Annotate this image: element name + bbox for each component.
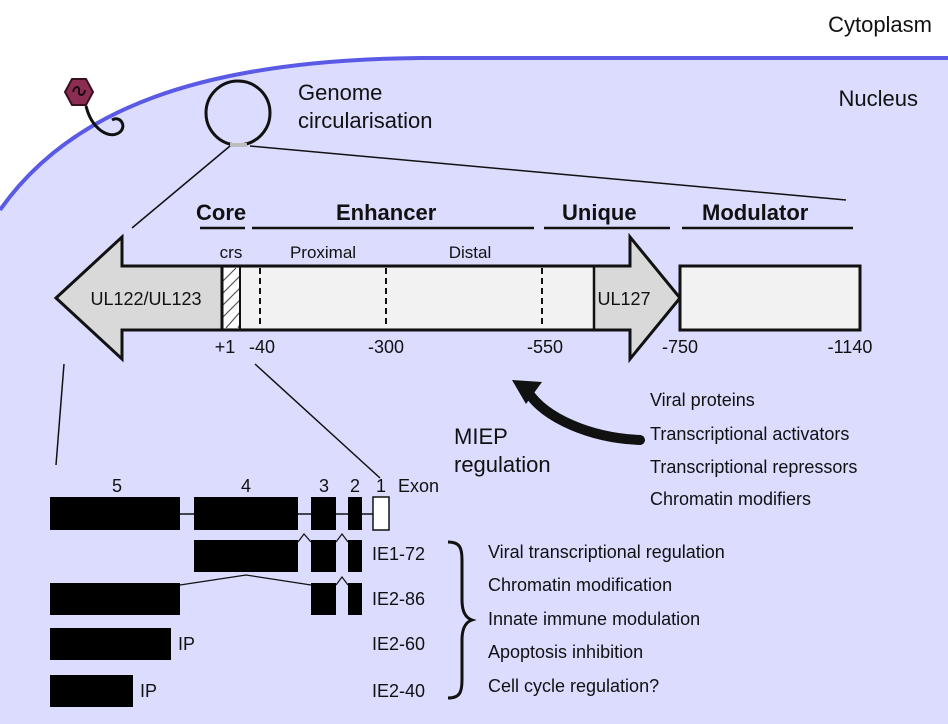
- transcript-ie2-60: [50, 628, 171, 660]
- gene-ul127: UL127: [597, 289, 650, 309]
- region-unique-label: Unique: [562, 200, 637, 225]
- zoom-line-exon-left: [55, 363, 65, 466]
- regulation-factor: Chromatin modifiers: [650, 489, 811, 509]
- modulator-box: [678, 264, 862, 332]
- zoom-line-left: [131, 145, 231, 229]
- exon-number: 3: [319, 476, 329, 496]
- regulation-arrowhead: [512, 380, 542, 404]
- position-label: -550: [527, 337, 563, 357]
- enhancer-body: [240, 268, 594, 328]
- exon-number: 1: [376, 476, 386, 496]
- regulation-factor: Transcriptional repressors: [650, 457, 857, 477]
- transcript-label: IE1-72: [372, 544, 425, 564]
- nucleus-label: Nucleus: [839, 86, 918, 111]
- virion-icon: [63, 78, 125, 137]
- exon-number: 4: [241, 476, 251, 496]
- transcript-label: IE2-40: [372, 681, 425, 701]
- cytoplasm-label: Cytoplasm: [828, 12, 932, 37]
- exon-5: [50, 497, 180, 530]
- genome-label-line2: circularisation: [298, 108, 433, 133]
- crs-hatch-lines: [221, 267, 241, 329]
- transcript-label: IE2-60: [372, 634, 425, 654]
- zoom-line-right: [249, 145, 847, 201]
- miep-regulation-line1: MIEP: [454, 424, 508, 449]
- position-label: -750: [662, 337, 698, 357]
- function-item: Chromatin modification: [488, 575, 672, 595]
- transcript-label: IE2-86: [372, 589, 425, 609]
- crs-hatch: [222, 268, 240, 328]
- crs-label: crs: [220, 243, 243, 262]
- function-item: Apoptosis inhibition: [488, 642, 643, 662]
- exon-1: [372, 496, 390, 531]
- exon-map: [50, 496, 390, 531]
- exon-3: [311, 497, 336, 530]
- zoom-line-exon-right: [254, 363, 381, 479]
- nucleus-area: [0, 58, 948, 724]
- miep-regulation-line2: regulation: [454, 452, 551, 477]
- transcript-ie2-40: [50, 675, 133, 707]
- function-item: Innate immune modulation: [488, 609, 700, 629]
- exon-number: 2: [350, 476, 360, 496]
- circular-genome-icon: [204, 79, 272, 147]
- exon-2: [348, 497, 362, 530]
- proximal-label: Proximal: [290, 243, 356, 262]
- exon-number: 5: [112, 476, 122, 496]
- regulation-factor: Viral proteins: [650, 390, 755, 410]
- position-label: -40: [249, 337, 275, 357]
- position-label: +1: [215, 337, 236, 357]
- position-label: -300: [368, 337, 404, 357]
- function-item: Viral transcriptional regulation: [488, 542, 725, 562]
- ip-label: IP: [140, 681, 157, 701]
- region-core-label: Core: [196, 200, 246, 225]
- region-enhancer-label: Enhancer: [336, 200, 437, 225]
- transcript-ie1-72: [194, 533, 362, 572]
- transcript-ie2-86: [50, 574, 362, 615]
- exon-4: [194, 497, 298, 530]
- exon-label: Exon: [398, 476, 439, 496]
- position-label: -1140: [828, 337, 873, 357]
- region-modulator-label: Modulator: [702, 200, 809, 225]
- distal-label: Distal: [449, 243, 492, 262]
- function-brace: [447, 540, 477, 700]
- regulation-arrow: [523, 387, 645, 445]
- function-item: Cell cycle regulation?: [488, 676, 659, 696]
- nuclear-membrane: [0, 56, 948, 212]
- genome-label-line1: Genome: [298, 80, 382, 105]
- regulation-factor: Transcriptional activators: [650, 424, 849, 444]
- ip-label: IP: [178, 634, 195, 654]
- gene-ul122-ul123: UL122/UL123: [90, 289, 201, 309]
